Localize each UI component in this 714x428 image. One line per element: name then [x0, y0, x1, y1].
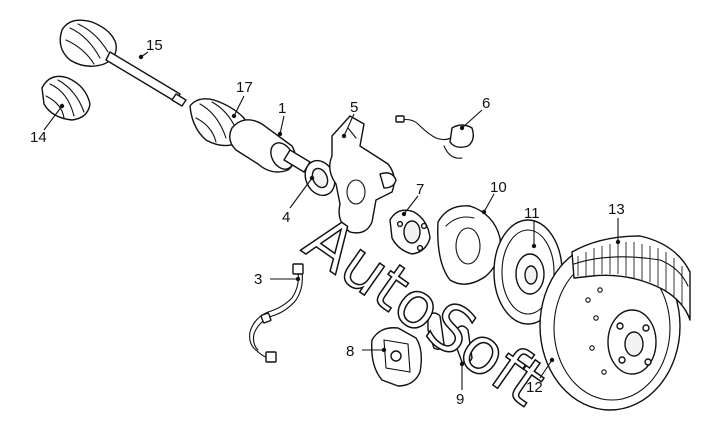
callout-17: 17 — [231, 79, 253, 119]
callout-9-label: 9 — [456, 391, 464, 408]
callout-12-label: 12 — [526, 379, 543, 396]
callout-13-label: 13 — [608, 201, 625, 218]
callout-1: 1 — [277, 100, 286, 137]
callout-4: 4 — [282, 175, 315, 226]
callout-6-label: 6 — [482, 95, 490, 112]
part-steering-knuckle — [329, 115, 397, 234]
callout-8: 8 — [346, 343, 387, 360]
callout-13: 13 — [608, 201, 625, 245]
callout-14-label: 14 — [30, 129, 47, 146]
callout-8-label: 8 — [346, 343, 354, 360]
callout-5: 5 — [341, 99, 358, 139]
callout-1-label: 1 — [278, 100, 286, 117]
part-cv-joint — [229, 119, 311, 173]
part-brake-caliper — [371, 327, 423, 387]
callout-11: 11 — [524, 205, 540, 249]
callout-7-label: 7 — [416, 181, 424, 198]
callout-3-label: 3 — [254, 271, 262, 288]
callout-6: 6 — [459, 95, 490, 131]
callout-11-label: 11 — [524, 205, 540, 222]
callout-4-label: 4 — [282, 209, 290, 226]
part-brake-shoe — [571, 235, 691, 321]
part-abs-sensor — [395, 115, 475, 159]
callout-10: 10 — [481, 179, 507, 215]
part-drive-shaft — [59, 19, 187, 107]
callout-10-label: 10 — [490, 179, 507, 196]
callout-15: 15 — [138, 37, 163, 60]
part-boot — [41, 75, 91, 121]
callout-5-label: 5 — [350, 99, 358, 116]
callout-12: 12 — [526, 357, 555, 396]
callout-15-label: 15 — [146, 37, 163, 54]
callout-14: 14 — [30, 103, 65, 146]
callout-17-label: 17 — [236, 79, 253, 96]
part-brake-line — [249, 263, 304, 363]
part-wheel-hub — [389, 209, 431, 255]
callout-3: 3 — [254, 271, 301, 288]
part-dust-shield — [437, 205, 501, 285]
callout-9: 9 — [456, 361, 464, 408]
callout-7: 7 — [401, 181, 424, 217]
